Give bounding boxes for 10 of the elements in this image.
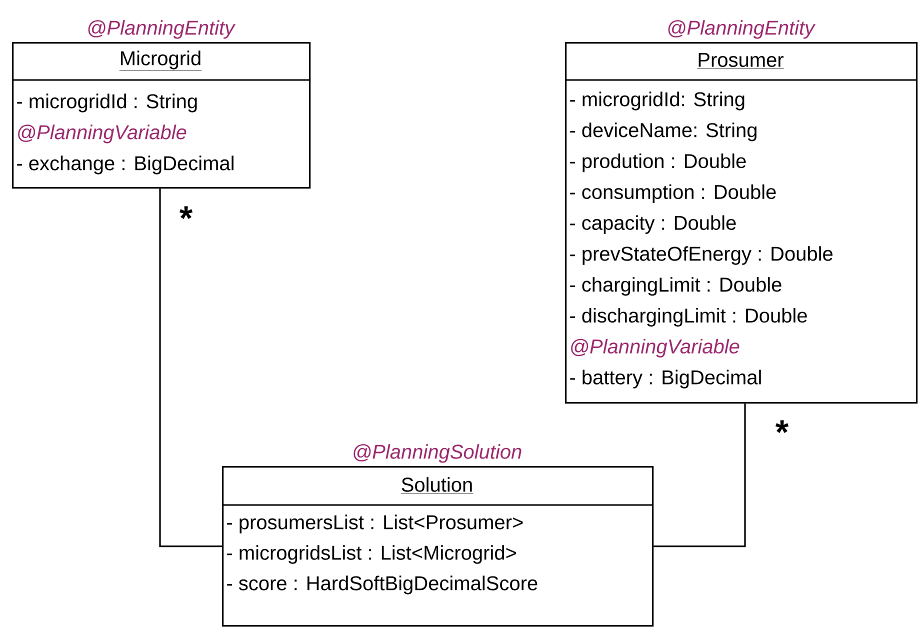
multiplicity-label: * xyxy=(775,420,789,433)
class-box: @PlanningEntity Microgrid - microgridId : String @PlanningVariable - exchange : BigDecimal xyxy=(12,20,311,189)
association-line xyxy=(654,404,746,548)
node-label: @PlanningSolution xyxy=(354,444,522,463)
class-box: @PlanningEntity Prosumer - microgridId: String - deviceName: String - prodution : Double - consumption : Double - capacity : Double - prevStateOfEnergy : Double - chargingLimit : Double - dischargingLimit : Double @PlanningVariable - battery : BigDecimal xyxy=(565,20,918,404)
multiplicity-label: * xyxy=(179,206,193,219)
node-label: @PlanningEntity xyxy=(668,20,816,39)
node-label: @PlanningEntity xyxy=(88,20,236,39)
association-line xyxy=(159,188,222,548)
class-box: @PlanningSolution Solution - prosumersList : List<Prosumer> - microgridsList : List<Microgrid> - score : HardSoftBigDecimalScore xyxy=(222,444,654,627)
